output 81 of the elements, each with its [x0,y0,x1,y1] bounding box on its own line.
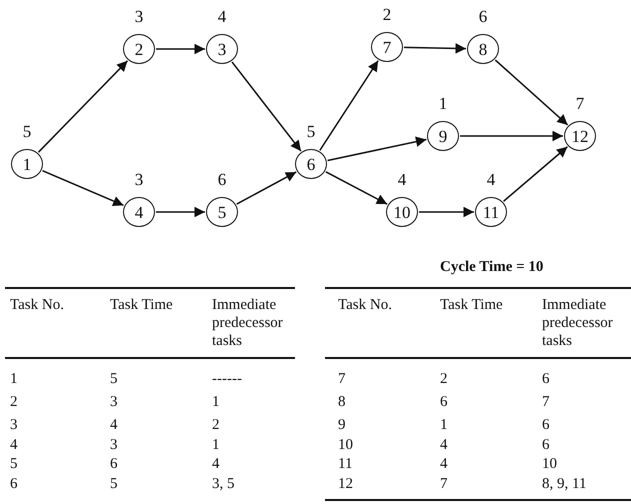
table-cell: 3 [10,416,18,434]
task-number: 9 [438,128,448,144]
column-header: Task Time [440,296,503,314]
table-cell: 6 [542,436,550,454]
table-cell: 4 [440,436,448,454]
arrow [319,60,379,151]
table-cell: 2 [440,370,448,388]
task-time: 6 [218,171,226,188]
table-cell: 4 [10,436,18,454]
table-cell: 12 [338,475,353,493]
table-cell: 3 [110,436,118,454]
table-cell: ------ [212,370,242,388]
arrow [42,170,124,206]
column-header: Task No. [338,296,392,314]
arrow [156,206,205,218]
arrow [404,43,466,54]
task-number: 6 [306,156,316,172]
arrow [503,146,568,202]
task-time: 4 [398,171,406,188]
task-time: 2 [382,6,392,23]
task-number: 3 [218,40,226,58]
table-cell: 6 [110,455,118,473]
table-cell: 6 [542,370,550,388]
table-cell: 6 [542,416,550,434]
table-cell: 5 [110,475,118,493]
task-time: 5 [22,123,32,140]
arrow [231,61,302,152]
task-number: 12 [572,128,588,144]
column-header: Immediate predecessor tasks [542,296,614,350]
task-number: 2 [134,40,144,58]
table-cell: 7 [440,475,448,493]
table-cell: 9 [338,416,346,434]
task-number: 8 [478,40,488,58]
arrow [419,206,474,218]
table-cell: 1 [212,393,220,411]
table-cell: 1 [10,370,18,388]
arrow [325,171,388,205]
table-cell: 1 [440,416,448,434]
task-time: 3 [134,8,144,25]
task-number: 11 [482,204,500,220]
column-header: Task Time [110,296,173,314]
task-time: 1 [438,95,448,112]
task-number: 5 [218,204,226,220]
task-number: 1 [22,156,32,172]
table-cell: 3, 5 [212,475,234,493]
column-header: Task No. [10,296,64,314]
table-cell: 7 [542,393,550,411]
table-cell: 5 [110,370,118,388]
table-cell: 10 [338,436,353,454]
task-number: 10 [394,204,410,220]
table-cell: 4 [212,455,220,473]
task-time: 6 [478,8,488,25]
arrow [327,136,427,162]
task-time: 3 [134,171,144,188]
table-cell: 10 [542,455,557,473]
table-title: Cycle Time = 10 [440,258,544,276]
arrow [236,171,297,205]
task-time: 7 [576,95,584,112]
task-number: 4 [134,204,144,220]
arrow [156,44,205,54]
table-cell: 7 [338,370,346,388]
table-cell: 3 [110,393,118,411]
arrow [494,59,568,126]
table-cell: 2 [10,393,18,411]
task-number: 7 [382,38,392,56]
table-cell: 1 [212,436,220,454]
table-cell: 6 [440,393,448,411]
table-cell: 4 [110,416,118,434]
table-cell: 2 [212,416,220,434]
arrow [460,130,563,142]
table-cell: 8, 9, 11 [542,475,586,493]
table-cell: 4 [440,455,448,473]
table-cell: 8 [338,393,346,411]
table-cell: 5 [10,455,18,473]
table-cell: 6 [10,475,18,493]
task-time: 5 [306,123,316,140]
table-cell: 11 [338,455,352,473]
column-header: Immediate predecessor tasks [212,296,284,350]
task-time: 4 [486,171,496,188]
arrow [38,60,128,153]
task-time: 4 [218,8,226,25]
